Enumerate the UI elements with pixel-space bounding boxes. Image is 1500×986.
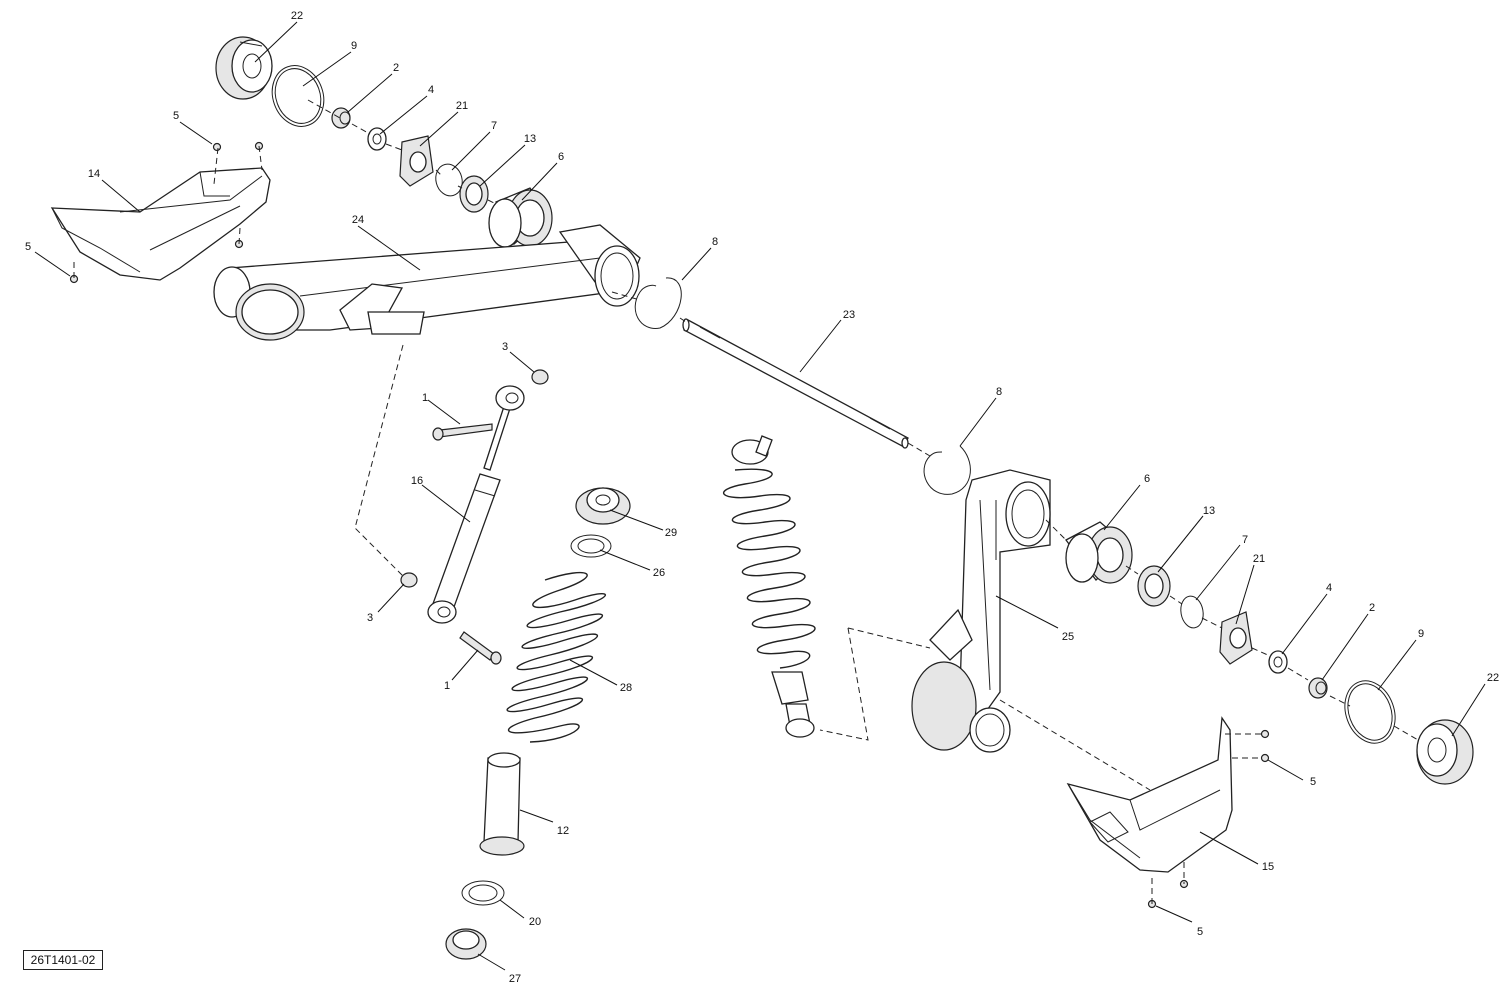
callout-9-lower: 9 bbox=[1418, 628, 1424, 640]
callout-26: 26 bbox=[653, 567, 665, 579]
hub-cap-upper bbox=[215, 36, 273, 100]
callout-13-upper: 13 bbox=[524, 133, 536, 145]
bolt-1-top bbox=[432, 423, 493, 441]
protector-bracket-15 bbox=[1066, 716, 1233, 873]
coil-spring-28 bbox=[506, 571, 607, 743]
retaining-plate-upper bbox=[399, 135, 434, 187]
callout-5-upper-a: 5 bbox=[173, 110, 179, 122]
circlip-upper bbox=[435, 163, 463, 197]
callout-5-lower-b: 5 bbox=[1197, 926, 1203, 938]
coil-over-shock-assembly bbox=[722, 435, 816, 738]
swing-arm-24 bbox=[213, 224, 641, 341]
callout-2-lower: 2 bbox=[1369, 602, 1375, 614]
circlip-lower-8 bbox=[923, 445, 971, 495]
swing-arm-25 bbox=[911, 469, 1051, 753]
bolt-5-upper-a bbox=[212, 142, 222, 152]
bearing-lower bbox=[1065, 521, 1133, 584]
callout-21-lower: 21 bbox=[1253, 553, 1265, 565]
alignment-lines bbox=[73, 99, 1419, 904]
callout-7-lower: 7 bbox=[1242, 534, 1248, 546]
shaft-23 bbox=[682, 318, 909, 449]
nut-upper bbox=[331, 107, 351, 129]
bolt-5-lower-a bbox=[1260, 729, 1270, 739]
callout-25: 25 bbox=[1062, 631, 1074, 643]
diagram-reference-code: 26T1401-02 bbox=[23, 950, 103, 970]
washer-20 bbox=[461, 880, 505, 906]
callout-3-bottom: 3 bbox=[367, 612, 373, 624]
callout-4-upper: 4 bbox=[428, 84, 434, 96]
lock-nut-upper bbox=[459, 175, 489, 213]
bolt-5-lower-b bbox=[1260, 753, 1270, 763]
callout-29: 29 bbox=[665, 527, 677, 539]
callout-23: 23 bbox=[843, 309, 855, 321]
callout-8-lower: 8 bbox=[996, 386, 1002, 398]
protector-bracket-14 bbox=[50, 167, 271, 281]
callout-2-upper: 2 bbox=[393, 62, 399, 74]
callout-22-lower: 22 bbox=[1487, 672, 1499, 684]
circlip-upper-8 bbox=[634, 277, 682, 329]
leader-lines bbox=[34, 21, 1486, 971]
sleeve-12 bbox=[479, 752, 525, 856]
bearing-upper bbox=[488, 187, 553, 248]
lock-nut-lower bbox=[1137, 565, 1171, 607]
callout-7-upper: 7 bbox=[491, 120, 497, 132]
washer-upper bbox=[367, 127, 387, 151]
callout-3-top: 3 bbox=[502, 341, 508, 353]
callout-4-lower: 4 bbox=[1326, 582, 1332, 594]
shock-absorber-16 bbox=[427, 385, 525, 624]
callout-12: 12 bbox=[557, 825, 569, 837]
callout-5-lower-a: 5 bbox=[1310, 776, 1316, 788]
retaining-plate-lower bbox=[1219, 611, 1253, 665]
clamp-ring-upper bbox=[271, 65, 325, 127]
callout-16: 16 bbox=[411, 475, 423, 487]
callout-24: 24 bbox=[352, 214, 364, 226]
washer-lower bbox=[1268, 650, 1288, 674]
callout-labels: 22 9 2 4 21 7 13 6 5 14 5 24 8 23 3 1 16… bbox=[25, 10, 1499, 985]
callout-28: 28 bbox=[620, 682, 632, 694]
callout-8-upper: 8 bbox=[712, 236, 718, 248]
hub-cap-lower bbox=[1416, 719, 1474, 785]
callout-21-upper: 21 bbox=[456, 100, 468, 112]
callout-22-upper: 22 bbox=[291, 10, 303, 22]
callout-9-upper: 9 bbox=[351, 40, 357, 52]
nut-lower bbox=[1308, 677, 1328, 699]
callout-1-bottom: 1 bbox=[444, 680, 450, 692]
adjuster-ring-27 bbox=[445, 928, 487, 960]
callout-14: 14 bbox=[88, 168, 100, 180]
spring-seat-29 bbox=[575, 487, 631, 525]
callout-15: 15 bbox=[1262, 861, 1274, 873]
callout-1-top: 1 bbox=[422, 392, 428, 404]
callout-13-lower: 13 bbox=[1203, 505, 1215, 517]
nut-3-bottom bbox=[400, 572, 418, 588]
callout-27: 27 bbox=[509, 973, 521, 985]
circlip-lower-7 bbox=[1180, 595, 1204, 629]
clamp-ring-lower bbox=[1344, 680, 1396, 744]
callout-6-upper: 6 bbox=[558, 151, 564, 163]
bolt-1-bottom bbox=[459, 631, 502, 665]
callout-5-upper-b: 5 bbox=[25, 241, 31, 253]
callout-20: 20 bbox=[529, 916, 541, 928]
split-collar-26 bbox=[570, 534, 612, 558]
callout-6-lower: 6 bbox=[1144, 473, 1150, 485]
nut-3-top bbox=[531, 369, 549, 385]
